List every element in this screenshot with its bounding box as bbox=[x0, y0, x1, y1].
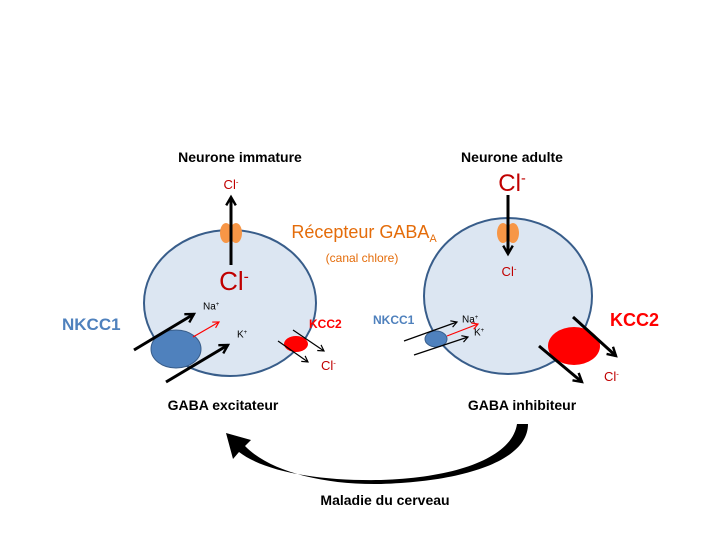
chloride-symbol: Cl bbox=[219, 266, 244, 296]
chloride-symbol: Cl bbox=[321, 358, 334, 373]
potassium-symbol: K bbox=[474, 327, 481, 339]
k-influx-arrow-left bbox=[165, 343, 231, 384]
inhibitory-gaba-label: GABA inhibiteur bbox=[467, 397, 577, 413]
chloride-symbol: Cl bbox=[498, 170, 521, 197]
left-chloride-outside-label: Cl- bbox=[224, 178, 239, 191]
charge-sup: - bbox=[520, 171, 526, 188]
cl-influx-arrow-right bbox=[446, 322, 480, 337]
kcc2-transporter-left bbox=[284, 336, 308, 352]
nkcc1-label-right: NKCC1 bbox=[373, 313, 415, 327]
nkcc1-transporter-right bbox=[424, 330, 448, 348]
kcc2-efflux-arrow-left-b bbox=[277, 340, 309, 363]
charge-sup: + bbox=[243, 330, 248, 336]
k-influx-arrow-right bbox=[413, 335, 470, 356]
left-chloride-inside-label: Cl- bbox=[219, 268, 249, 294]
kcc2-efflux-arrow-right-a bbox=[571, 315, 618, 358]
chloride-symbol: Cl bbox=[501, 264, 514, 279]
kcc2-chloride-label-right: Cl- bbox=[604, 370, 619, 383]
immature-neuron-title: Neurone immature bbox=[178, 149, 302, 165]
sodium-symbol: Na bbox=[462, 314, 475, 326]
kcc2-chloride-label-left: Cl- bbox=[321, 359, 336, 372]
kcc2-label-left: KCC2 bbox=[309, 317, 342, 331]
adult-neuron-title: Neurone adulte bbox=[461, 149, 563, 165]
cl-influx-arrow-left bbox=[192, 321, 221, 338]
right-chloride-outside-label: Cl- bbox=[498, 172, 525, 196]
potassium-label-left: K+ bbox=[237, 330, 247, 340]
chloride-channel-label: (canal chlore) bbox=[325, 251, 399, 265]
brain-disease-label: Maladie du cerveau bbox=[320, 492, 450, 508]
sodium-label-right: Na+ bbox=[462, 315, 478, 325]
receptor-channel-left-b bbox=[230, 223, 242, 243]
kcc2-efflux-arrow-left-a bbox=[292, 329, 325, 352]
charge-sup: - bbox=[235, 177, 239, 187]
chloride-symbol: Cl bbox=[604, 369, 617, 384]
sodium-label-left: Na+ bbox=[203, 302, 219, 312]
chloride-symbol: Cl bbox=[223, 177, 236, 192]
disease-transition-arrow bbox=[226, 424, 528, 485]
sodium-symbol: Na bbox=[203, 301, 216, 313]
potassium-symbol: K bbox=[237, 329, 244, 341]
right-chloride-inside-label: Cl- bbox=[502, 265, 517, 278]
receptor-channel-right-b bbox=[507, 223, 519, 243]
charge-sup: - bbox=[243, 268, 249, 286]
gaba-a-receptor-label: Récepteur GABAA bbox=[291, 223, 436, 245]
na-influx-arrow-right bbox=[403, 320, 459, 342]
charge-sup: - bbox=[333, 358, 336, 368]
charge-sup: + bbox=[474, 315, 479, 321]
kcc2-efflux-arrow-right-b bbox=[538, 344, 584, 384]
na-influx-arrow-left bbox=[133, 312, 197, 352]
receptor-label-text: Récepteur GABA bbox=[291, 222, 430, 242]
charge-sup: - bbox=[513, 264, 517, 274]
nkcc1-label-left: NKCC1 bbox=[62, 315, 121, 334]
excitatory-gaba-label: GABA excitateur bbox=[167, 397, 279, 413]
kcc2-transporter-right bbox=[548, 327, 600, 365]
receptor-channel-left-a bbox=[220, 223, 232, 243]
potassium-label-right: K+ bbox=[474, 328, 484, 338]
charge-sup: + bbox=[215, 302, 220, 308]
kcc2-label-right: KCC2 bbox=[610, 310, 660, 330]
charge-sup: + bbox=[480, 328, 485, 334]
nkcc1-transporter-left bbox=[150, 329, 202, 369]
receptor-channel-right-a bbox=[497, 223, 509, 243]
charge-sup: - bbox=[616, 369, 619, 379]
receptor-label-sub: A bbox=[429, 232, 437, 245]
